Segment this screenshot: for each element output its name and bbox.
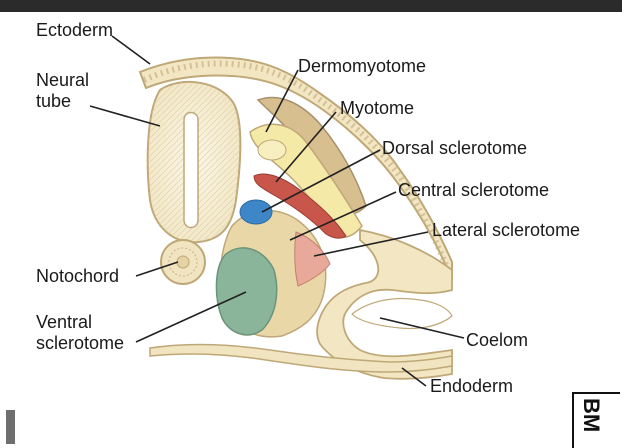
label-notochord: Notochord	[36, 266, 120, 286]
label-dorsal-sclerotome: Dorsal sclerotome	[382, 138, 528, 158]
label-myotome: Myotome	[340, 98, 415, 118]
side-marker-bar	[6, 410, 15, 444]
corner-badge-frame	[572, 392, 620, 448]
lateral-sclerotome-shape	[294, 231, 331, 287]
lateral-body-wall	[316, 228, 453, 380]
label-ectoderm: Ectoderm	[36, 20, 114, 40]
label-neural-tube: Neural tube	[36, 70, 90, 111]
myotome-shape	[253, 173, 347, 239]
leader-lines	[89, 35, 465, 387]
label-endoderm: Endoderm	[430, 376, 514, 396]
neural-canal	[183, 111, 199, 229]
label-dermomyotome: Dermomyotome	[298, 56, 427, 76]
corner-badge-text: BM	[579, 398, 604, 433]
label-ventral-sclerotome: Ventral sclerotome	[36, 312, 125, 353]
label-lateral-sclerotome: Lateral sclerotome	[432, 220, 581, 240]
top-bar	[0, 0, 622, 12]
dorsal-sclerotome-shape	[239, 199, 273, 225]
label-central-sclerotome: Central sclerotome	[398, 180, 550, 200]
endoderm-layer	[149, 343, 453, 373]
label-coelom: Coelom	[466, 330, 529, 350]
ventral-sclerotome-shape	[215, 247, 278, 336]
